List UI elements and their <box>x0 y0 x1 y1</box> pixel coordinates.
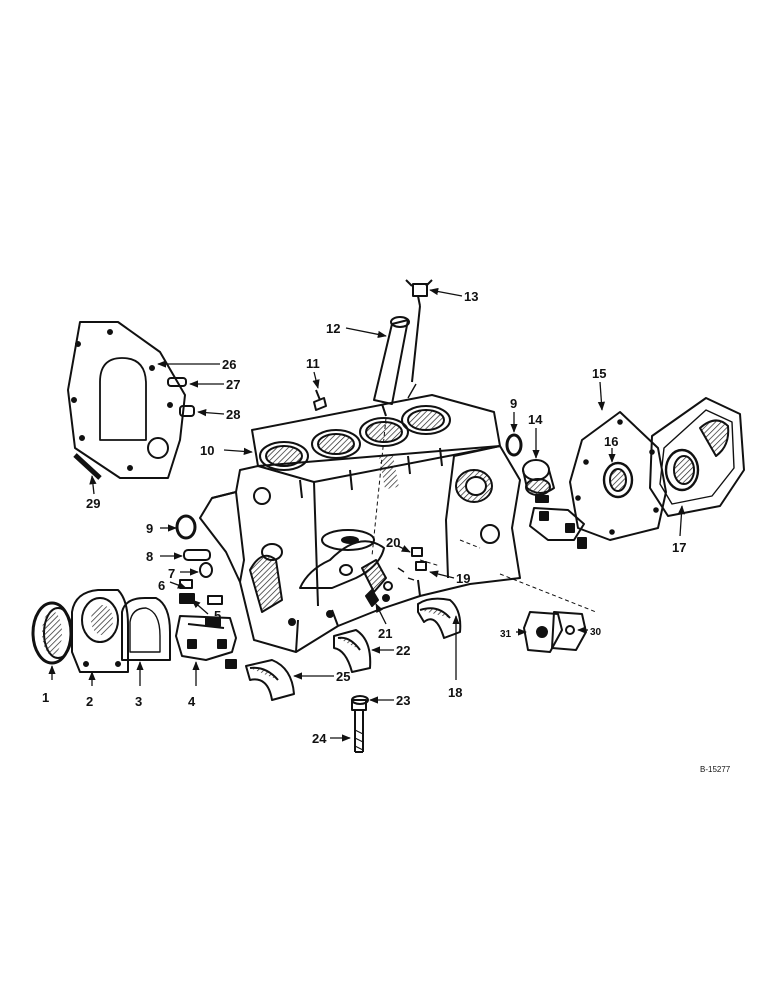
retainer-gasket <box>121 597 171 661</box>
drain-plug <box>365 589 379 607</box>
callout-27: 27 <box>226 377 240 392</box>
callout-17: 17 <box>672 540 686 555</box>
callout-22: 22 <box>396 643 410 658</box>
callout-18: 18 <box>448 685 462 700</box>
callout-8: 8 <box>146 549 153 564</box>
oil-line-bolts <box>397 547 427 581</box>
callout-19: 19 <box>456 571 470 586</box>
breather-tube <box>373 316 410 417</box>
callout-21: 21 <box>378 626 392 641</box>
expansion-plug-b <box>505 433 523 457</box>
dowel-pin <box>167 377 187 387</box>
washer <box>199 562 213 578</box>
block-bolt <box>313 389 327 411</box>
leader-lines <box>48 287 686 742</box>
gasket-strip <box>73 453 102 480</box>
dowel-pin-b <box>183 549 211 561</box>
callout-15: 15 <box>592 366 606 381</box>
callout-9b: 9 <box>510 396 517 411</box>
callout-5: 5 <box>214 608 221 623</box>
callout-10: 10 <box>200 443 214 458</box>
front-seal <box>602 461 634 499</box>
callout-1: 1 <box>42 690 49 705</box>
callout-3: 3 <box>135 694 142 709</box>
timing-gear-cover <box>649 397 745 517</box>
flywheel-housing-plate <box>67 321 186 479</box>
main-bearing-bolt <box>351 699 367 753</box>
main-bearing-cap-c <box>417 597 462 639</box>
cover-plate <box>523 611 563 653</box>
dowel-sleeve <box>179 405 195 417</box>
seal-retainer <box>71 589 129 673</box>
rear-seal-carrier <box>175 615 237 661</box>
seal-piece-b <box>207 595 223 605</box>
callout-9: 9 <box>146 521 153 536</box>
front-main-bearing-cap <box>529 495 587 549</box>
dipstick <box>405 279 433 399</box>
cylinder-block <box>199 394 521 653</box>
callout-12: 12 <box>326 321 340 336</box>
front-plate-gasket <box>569 411 667 541</box>
cover-plate-gasket <box>551 611 587 651</box>
callout-2: 2 <box>86 694 93 709</box>
callout-11: 11 <box>306 356 320 371</box>
callout-4: 4 <box>188 694 196 709</box>
cam-bushing <box>522 459 555 496</box>
callout-6: 6 <box>158 578 165 593</box>
callout-28: 28 <box>226 407 240 422</box>
callout-13: 13 <box>464 289 478 304</box>
callout-26: 26 <box>222 357 236 372</box>
main-bearing-cap-b <box>333 629 372 673</box>
callout-labels: 1 2 3 4 5 6 7 8 9 10 11 12 13 9 14 15 16… <box>42 289 686 746</box>
callout-24: 24 <box>312 731 327 746</box>
seal-piece <box>179 593 195 604</box>
callout-29: 29 <box>86 496 100 511</box>
main-bearing-cap-a <box>225 659 295 701</box>
rear-seal-ring <box>31 601 73 665</box>
drawing-reference-code: B-15277 <box>700 765 731 774</box>
callout-31: 31 <box>500 629 512 640</box>
callout-16: 16 <box>604 434 618 449</box>
callout-23: 23 <box>396 693 410 708</box>
callout-14: 14 <box>528 412 543 427</box>
expansion-plug <box>175 514 197 540</box>
callout-20: 20 <box>386 535 400 550</box>
callout-7: 7 <box>168 566 175 581</box>
assembly-guides <box>371 417 597 613</box>
callout-25: 25 <box>336 669 350 684</box>
callout-30: 30 <box>590 627 602 638</box>
